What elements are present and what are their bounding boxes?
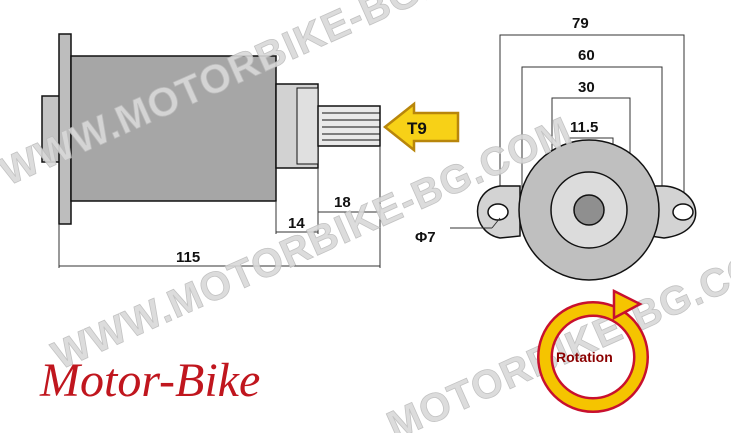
dim-115-label: 115 bbox=[176, 249, 200, 266]
gear-teeth-label: T9 bbox=[407, 119, 427, 138]
side-dimension-lines bbox=[58, 146, 381, 268]
dim-79-label: 79 bbox=[572, 15, 589, 32]
phi7-label: Φ7 bbox=[415, 229, 436, 246]
dim-11-5-label: 11.5 bbox=[570, 119, 598, 136]
gear-teeth-arrow: T9 bbox=[382, 101, 460, 153]
brand-logo: Motor-Bike bbox=[39, 354, 260, 407]
rotation-indicator: Rotation bbox=[537, 288, 649, 413]
right-bolt-hole bbox=[672, 203, 694, 221]
dim-18-label: 18 bbox=[334, 194, 351, 211]
front-view: 79 60 30 11.5 Φ7 bbox=[415, 15, 697, 281]
rotation-label: Rotation bbox=[556, 349, 613, 365]
dim-60-label: 60 bbox=[578, 47, 595, 64]
shaft-center bbox=[573, 194, 605, 226]
splined-shaft bbox=[317, 105, 381, 147]
side-view: T9 18 14 115 bbox=[41, 33, 460, 268]
motor-body bbox=[70, 55, 277, 202]
dim-30-label: 30 bbox=[578, 79, 595, 96]
nose-step bbox=[296, 87, 319, 165]
rotation-arrowhead-icon bbox=[612, 288, 643, 321]
dim-14-label: 14 bbox=[288, 215, 305, 232]
left-bolt-hole bbox=[487, 203, 509, 221]
